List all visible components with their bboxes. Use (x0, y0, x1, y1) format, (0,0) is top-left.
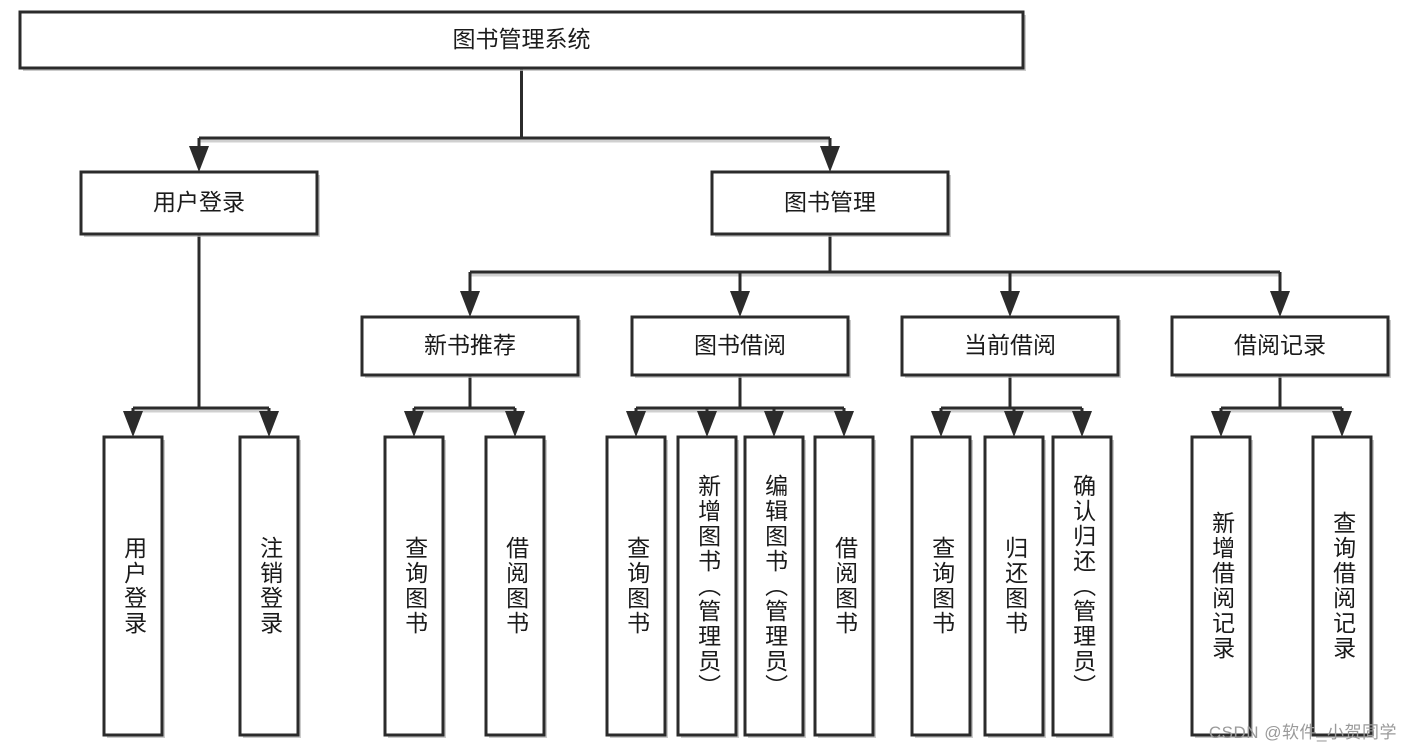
arrow-head-icon (931, 411, 951, 437)
node-leaf-query-borrow-record[interactable] (1311, 435, 1373, 737)
node-book-borrow[interactable] (630, 315, 850, 377)
arrow-head-icon (764, 411, 784, 437)
node-leaf-query-book-current[interactable] (910, 435, 972, 737)
arrow-head-icon (1004, 411, 1024, 437)
arrow-head-icon (626, 411, 646, 437)
node-label-root: 图书管理系统 (453, 26, 591, 52)
node-label-book-borrow: 图书借阅 (694, 332, 786, 358)
node-root-root[interactable] (18, 10, 1025, 70)
arrow-head-icon (1211, 411, 1231, 437)
arrow-head-icon (1332, 411, 1352, 437)
boxes-layer (18, 10, 1391, 738)
arrow-head-icon (1072, 411, 1092, 437)
arrow-head-icon (404, 411, 424, 437)
arrow-head-icon (730, 291, 750, 317)
node-leaf-add-borrow-record[interactable] (1190, 435, 1252, 737)
node-borrow-records[interactable] (1170, 315, 1390, 377)
node-leaf-logout-login[interactable] (238, 435, 300, 737)
node-label-user-login: 用户登录 (153, 189, 245, 215)
node-leaf-borrow-book-recommend[interactable] (484, 435, 546, 737)
node-leaf-edit-book[interactable] (743, 435, 805, 737)
arrow-head-icon (697, 411, 717, 437)
arrow-head-icon (460, 291, 480, 317)
arrow-head-icon (189, 146, 209, 172)
node-leaf-user-login[interactable] (102, 435, 164, 737)
node-leaf-return-book[interactable] (983, 435, 1045, 737)
node-label-new-book-recommend: 新书推荐 (424, 332, 516, 358)
arrow-head-icon (834, 411, 854, 437)
node-leaf-borrow-book[interactable] (813, 435, 875, 737)
node-user-login[interactable] (79, 170, 319, 236)
node-leaf-query-book-borrow[interactable] (605, 435, 667, 737)
node-leaf-confirm-return[interactable] (1051, 435, 1113, 737)
arrow-head-icon (1270, 291, 1290, 317)
node-new-book-recommend[interactable] (360, 315, 580, 377)
node-book-management[interactable] (710, 170, 950, 236)
arrow-head-icon (123, 411, 143, 437)
arrow-head-icon (505, 411, 525, 437)
arrow-head-icon (820, 146, 840, 172)
arrow-head-icon (1000, 291, 1020, 317)
node-label-current-borrow: 当前借阅 (964, 332, 1056, 358)
node-label-book-management: 图书管理 (784, 189, 876, 215)
connectors-layer (123, 68, 1352, 437)
node-leaf-add-book[interactable] (676, 435, 738, 737)
node-label-borrow-records: 借阅记录 (1234, 332, 1326, 358)
node-leaf-query-book-recommend[interactable] (383, 435, 445, 737)
node-current-borrow[interactable] (900, 315, 1120, 377)
arrow-head-icon (259, 411, 279, 437)
csdn-watermark: CSDN @软件_小贺同学 (1208, 723, 1397, 742)
